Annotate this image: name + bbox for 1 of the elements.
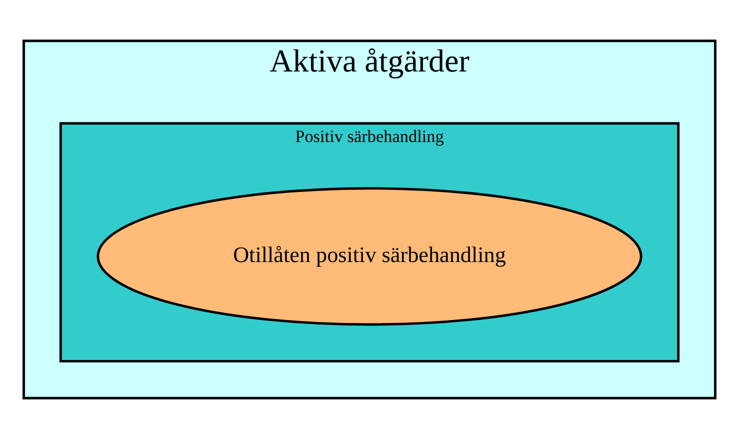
node-ellipse: Otillåten positiv särbehandling [96, 187, 642, 326]
